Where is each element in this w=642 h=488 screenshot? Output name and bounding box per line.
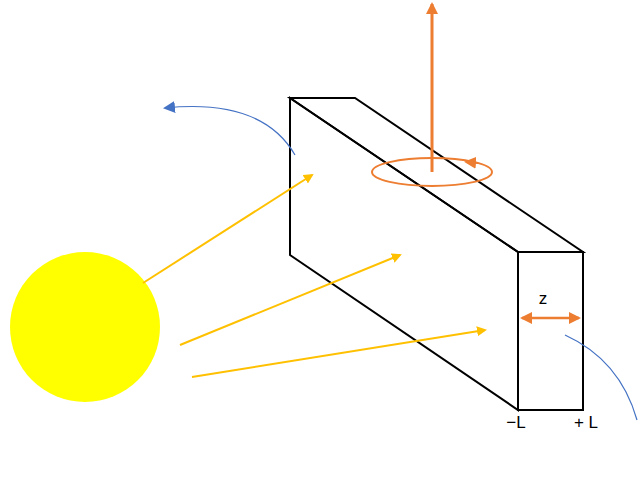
- rotation-ellipse: [372, 158, 492, 186]
- position-label: −L: [506, 414, 525, 433]
- curved-arrow: [165, 107, 295, 155]
- position-label: + L: [574, 414, 598, 433]
- rotation-axis: [431, 4, 434, 172]
- leader-curve: [565, 335, 637, 420]
- slab: [290, 98, 583, 410]
- thickness-arrow: [522, 317, 579, 320]
- rotation-arrowhead: [466, 162, 478, 163]
- dimension-label: z: [539, 290, 548, 309]
- sun-rays: [143, 175, 485, 377]
- sun: [10, 252, 160, 402]
